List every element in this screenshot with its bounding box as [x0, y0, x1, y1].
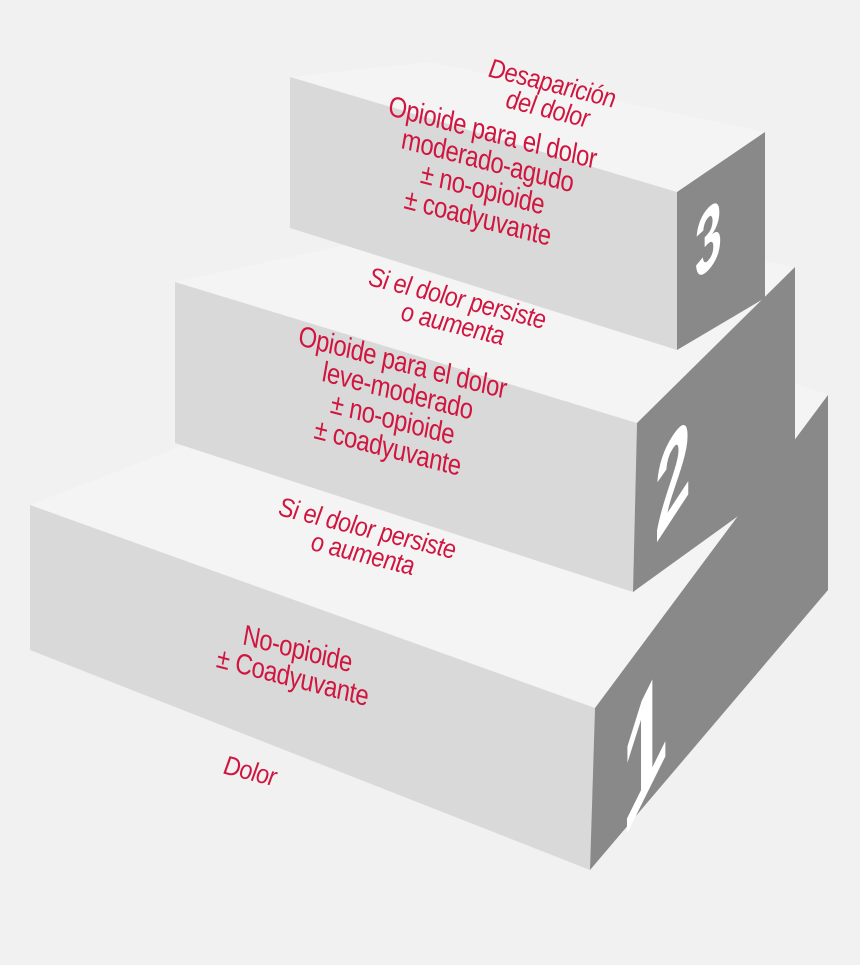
- step-1-side-face: [590, 395, 828, 870]
- step-3-top-face: [290, 62, 765, 192]
- step-2-front-face: [175, 282, 637, 592]
- step-3-block: [290, 62, 765, 350]
- step-1-front-face: [30, 505, 595, 870]
- step-3-side-face: [677, 132, 765, 350]
- step-3-front-face: [290, 77, 677, 350]
- step-2-side-face: [633, 267, 795, 592]
